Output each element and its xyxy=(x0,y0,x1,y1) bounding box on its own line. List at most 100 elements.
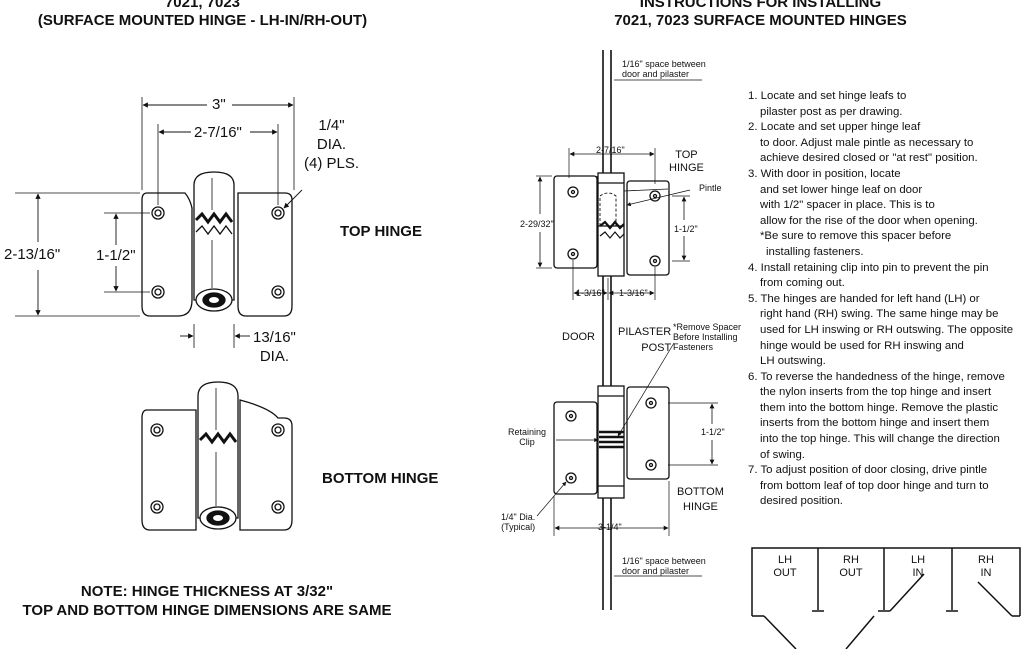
step-line: allow for the rise of the door when open… xyxy=(760,214,978,227)
remove-spacer-note: *Remove Spacer Before Installing Fastene… xyxy=(673,322,741,352)
step-line: 2. Locate and set upper hinge leaf xyxy=(748,121,921,134)
swing-lh-out: LH OUT xyxy=(752,554,818,580)
pilaster-label: PILASTER POST xyxy=(618,324,671,356)
top-hinge-figure xyxy=(141,171,293,317)
step-line: 3. With door in position, locate xyxy=(748,167,901,180)
step-line: achieve desired closed or "at rest" posi… xyxy=(760,152,978,165)
space-bottom-2: door and pilaster xyxy=(622,566,690,576)
pintle-label: Pintle xyxy=(699,183,722,193)
remove-spacer-1: *Remove Spacer xyxy=(673,322,742,332)
step-line: and set lower hinge leaf on door xyxy=(760,183,923,196)
swing-diagram xyxy=(751,547,1021,649)
dim-1-1-2-top: 1-1/2" xyxy=(674,224,698,234)
dim-2-29-32: 2-29/32" xyxy=(520,219,554,229)
bottom-hinge-figure xyxy=(141,381,293,531)
quarter-dia-1: 1/4" Dia. xyxy=(501,512,536,522)
retaining-clip-1: Retaining xyxy=(508,427,547,437)
dim-1-1-2-bottom: 1-1/2" xyxy=(701,427,725,437)
left-title-line2: (SURFACE MOUNTED HINGE - LH-IN/RH-OUT) xyxy=(37,12,368,29)
top-hinge-callout: TOP HINGE xyxy=(669,149,704,175)
dim-hole-vert: 1-1/2" xyxy=(96,247,136,264)
dim-pin-dia: 13/16" DIA. xyxy=(253,328,296,366)
install-steps: 1. Locate and set hinge leafs to pilaste… xyxy=(748,89,1023,510)
bottom-hinge-callout-1: BOTTOM xyxy=(677,486,724,498)
dim-hole-dia-3: (4) PLS. xyxy=(304,155,360,172)
pilaster-1: PILASTER xyxy=(618,326,672,338)
step-line: installing fasteners. xyxy=(766,245,864,258)
thickness-note: NOTE: HINGE THICKNESS AT 3/32" TOP AND B… xyxy=(0,582,414,620)
space-note-top: 1/16" space between door and pilaster xyxy=(622,59,706,79)
left-title: 7021, 7023 (SURFACE MOUNTED HINGE - LH-I… xyxy=(10,0,395,30)
step-line: into the top hinge. This will change the… xyxy=(760,433,1000,446)
dim-hole-dia: 1/4" DIA. (4) PLS. xyxy=(304,116,359,173)
step-line: *Be sure to remove this spacer before xyxy=(760,230,952,243)
note-line2: TOP AND BOTTOM HINGE DIMENSIONS ARE SAME xyxy=(22,602,392,619)
step-line: them into the bottom hinge. Remove the p… xyxy=(760,401,999,414)
top-hinge-callout-2: HINGE xyxy=(669,162,704,174)
dim-1-3-16-a: 1-3/16" xyxy=(576,288,605,298)
step-line: 7. To adjust position of door closing, d… xyxy=(748,464,988,477)
step-line: pilaster post as per drawing. xyxy=(760,105,903,118)
step-line: with 1/2" spacer in place. This is to xyxy=(760,199,935,212)
space-bottom-1: 1/16" space between xyxy=(622,556,706,566)
swing-rh-in-2: IN xyxy=(980,567,992,579)
dim-2-7-16: 2-7/16" xyxy=(596,145,625,155)
top-hinge-callout-1: TOP xyxy=(675,149,698,161)
bottom-hinge-label: BOTTOM HINGE xyxy=(322,470,439,487)
space-note-bottom: 1/16" space between door and pilaster xyxy=(622,556,706,576)
step-line: to door. Adjust male pintle as necessary… xyxy=(760,136,974,149)
swing-lh-out-2: OUT xyxy=(773,567,797,579)
swing-rh-out-2: OUT xyxy=(839,567,863,579)
right-title: INSTRUCTIONS FOR INSTALLING 7021, 7023 S… xyxy=(578,0,943,30)
swing-lh-in: LH IN xyxy=(884,554,952,580)
step-line: the nylon inserts from the top hinge and… xyxy=(760,386,992,399)
swing-rh-out-1: RH xyxy=(843,554,859,566)
space-top-2: door and pilaster xyxy=(622,69,690,79)
step-line: 1. Locate and set hinge leafs to xyxy=(748,90,907,102)
dim-1-3-16-b: 1-3/16" xyxy=(619,288,648,298)
step-line: hinge would be used for RH inswing and xyxy=(760,339,964,352)
quarter-dia-label: 1/4" Dia. (Typical) xyxy=(501,512,535,532)
step-line: 4. Install retaining clip into pin to pr… xyxy=(748,261,989,274)
bottom-hinge-callout-2: HINGE xyxy=(683,501,718,513)
retaining-clip-2: Clip xyxy=(519,437,535,447)
space-top-1: 1/16" space between xyxy=(622,59,706,69)
dim-width: 3" xyxy=(212,96,226,113)
dim-hole-dia-2: DIA. xyxy=(316,136,347,153)
dim-pin-dia-1: 13/16" xyxy=(253,329,296,346)
step-line: 6. To reverse the handedness of the hing… xyxy=(748,370,1005,383)
step-line: from bottom leaf of top door hinge and t… xyxy=(760,479,989,492)
dim-hole-dia-1: 1/4" xyxy=(318,117,345,134)
step-line: used for LH inswing or RH outswing. The … xyxy=(760,323,1014,336)
dim-height: 2-13/16" xyxy=(4,246,61,263)
remove-spacer-2: Before Installing xyxy=(673,332,738,342)
dim-3-1-4: 3-1/4" xyxy=(598,522,622,532)
swing-lh-in-2: IN xyxy=(912,567,924,579)
note-line1: NOTE: HINGE THICKNESS AT 3/32" xyxy=(80,583,334,600)
swing-rh-in: RH IN xyxy=(952,554,1020,580)
bottom-hinge-callout: BOTTOM HINGE xyxy=(677,485,724,515)
swing-lh-out-1: LH xyxy=(777,554,793,566)
quarter-dia-2: (Typical) xyxy=(501,522,536,532)
right-title-line1: INSTRUCTIONS FOR INSTALLING xyxy=(639,0,882,11)
retaining-clip-label: Retaining Clip xyxy=(508,427,546,447)
step-line: right hand (RH) swing. The same hinge ma… xyxy=(760,308,999,321)
step-line: from coming out. xyxy=(760,277,845,290)
swing-lh-in-1: LH xyxy=(910,554,926,566)
step-line: of swing. xyxy=(760,448,805,461)
top-hinge-label: TOP HINGE xyxy=(340,223,422,240)
door-label: DOOR xyxy=(562,331,595,343)
pilaster-2: POST xyxy=(641,342,672,354)
step-line: inserts from the bottom hinge and insert… xyxy=(760,417,990,430)
swing-rh-out: RH OUT xyxy=(818,554,884,580)
step-line: desired position. xyxy=(760,495,843,508)
step-line: 5. The hinges are handed for left hand (… xyxy=(748,292,980,305)
left-title-line1: 7021, 7023 xyxy=(164,0,241,11)
dim-pin-dia-2: DIA. xyxy=(259,348,290,365)
remove-spacer-3: Fasteners xyxy=(673,342,714,352)
step-line: LH outswing. xyxy=(760,355,826,368)
swing-rh-in-1: RH xyxy=(978,554,994,566)
dim-hole-span: 2-7/16" xyxy=(194,124,242,141)
right-title-line2: 7021, 7023 SURFACE MOUNTED HINGES xyxy=(614,12,907,29)
